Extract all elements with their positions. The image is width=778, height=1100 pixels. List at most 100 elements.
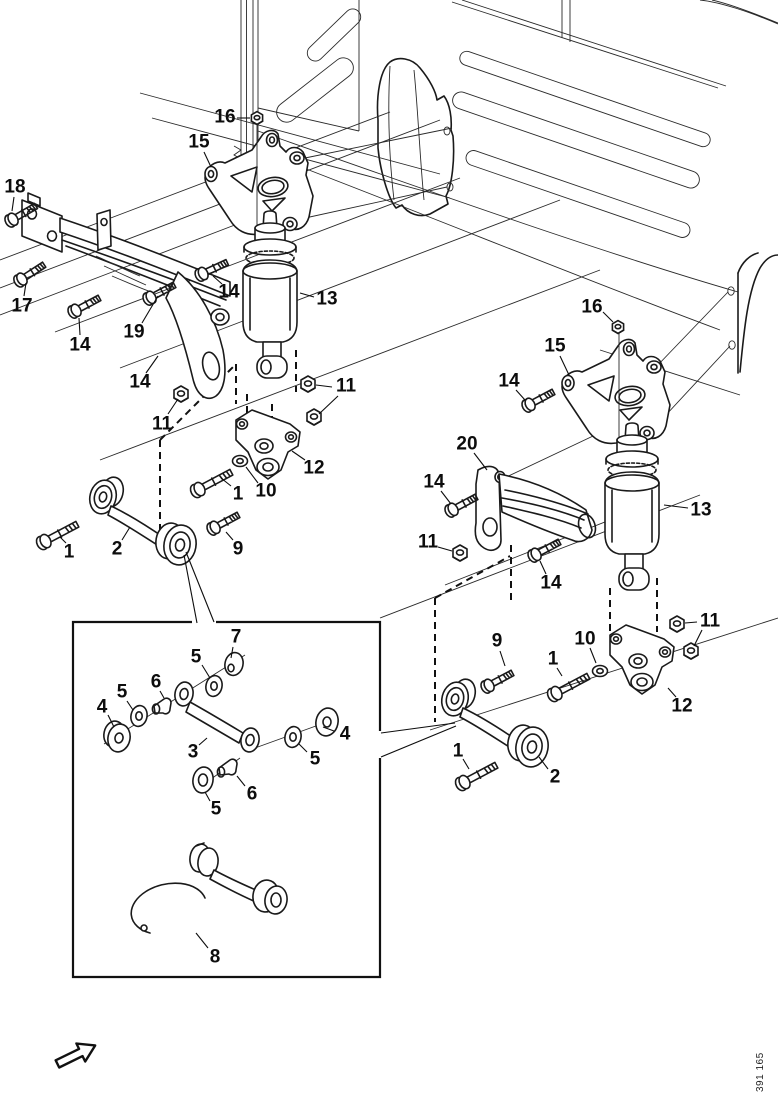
leader-line xyxy=(204,152,211,167)
callout-5: 5 xyxy=(310,749,321,770)
callout-5: 5 xyxy=(211,799,222,820)
leader-line xyxy=(146,356,158,373)
leader-line xyxy=(221,478,231,486)
leader-line xyxy=(160,691,164,698)
leader-line xyxy=(438,547,452,551)
leader-line xyxy=(142,296,158,323)
callout-20: 20 xyxy=(456,434,477,455)
callout-14: 14 xyxy=(218,282,240,303)
bolt-9 xyxy=(478,666,517,696)
callout-14: 14 xyxy=(498,371,520,392)
leader-line xyxy=(463,759,469,769)
leader-line xyxy=(199,738,207,745)
leader-line xyxy=(246,467,258,483)
callout-10: 10 xyxy=(255,481,276,502)
leader-line xyxy=(685,622,697,623)
leader-line xyxy=(540,561,546,574)
leader-line xyxy=(168,399,178,414)
leader-line xyxy=(323,727,334,731)
leader-line xyxy=(300,293,314,297)
nut-11 xyxy=(452,544,468,562)
air-spring-13-right xyxy=(604,422,660,591)
leader-line xyxy=(500,651,505,666)
alignment-dashed-lines xyxy=(160,350,657,722)
leader-line xyxy=(196,933,208,948)
nut-11 xyxy=(300,375,316,393)
callout-6: 6 xyxy=(151,672,162,693)
bolt-9 xyxy=(204,508,243,538)
callout-12: 12 xyxy=(671,696,692,717)
callout-16: 16 xyxy=(214,107,235,128)
bolt-1 xyxy=(452,758,501,794)
support-bracket-20 xyxy=(475,466,598,550)
callout-16: 16 xyxy=(581,297,602,318)
callout-7: 7 xyxy=(231,627,242,648)
control-arm-2-left xyxy=(85,473,201,569)
callout-1: 1 xyxy=(64,542,75,563)
inset-box xyxy=(73,552,456,977)
leader-line xyxy=(441,491,451,504)
leader-line xyxy=(694,630,702,646)
callout-11: 11 xyxy=(152,414,173,435)
lower-bracket-12-left xyxy=(235,409,301,480)
callout-12: 12 xyxy=(303,458,324,479)
leader-line xyxy=(24,283,26,296)
leader-line xyxy=(60,537,66,543)
callout-4: 4 xyxy=(340,724,351,745)
bolt-17 xyxy=(10,258,49,290)
leader-line xyxy=(79,318,80,335)
leader-line xyxy=(539,757,548,769)
leader-line xyxy=(292,451,305,460)
inset-assembled-arm xyxy=(188,843,289,916)
inset-exploded-arm-3 xyxy=(102,651,341,795)
nut-16 xyxy=(250,110,264,126)
leader-line xyxy=(299,744,307,752)
bolt-1 xyxy=(544,669,593,705)
leader-line xyxy=(668,688,676,697)
callout-4: 4 xyxy=(97,697,108,718)
callout-6: 6 xyxy=(247,784,258,805)
leader-line xyxy=(557,668,562,676)
callout-5: 5 xyxy=(117,682,128,703)
callout-2: 2 xyxy=(550,767,561,788)
upper-bracket-15-right xyxy=(561,338,671,445)
callout-14: 14 xyxy=(69,335,91,356)
nut-16 xyxy=(611,319,625,335)
callout-13: 13 xyxy=(690,500,711,521)
callout-15: 15 xyxy=(188,132,210,153)
leader-line xyxy=(516,390,525,400)
lower-bracket-12-right xyxy=(609,624,675,695)
callout-9: 9 xyxy=(233,539,244,560)
washer-10 xyxy=(591,664,609,678)
callout-14: 14 xyxy=(540,573,562,594)
callout-13: 13 xyxy=(316,289,337,310)
leader-line xyxy=(474,453,487,470)
leader-line xyxy=(590,648,596,663)
leader-line xyxy=(603,312,613,322)
leader-line xyxy=(664,505,688,508)
callout-18: 18 xyxy=(4,177,25,198)
direction-arrow-icon xyxy=(53,1036,100,1072)
leader-line xyxy=(319,396,338,414)
bolt-14 xyxy=(442,490,481,520)
callout-11: 11 xyxy=(418,532,439,553)
leader-line xyxy=(560,356,569,375)
leader-line xyxy=(237,776,245,786)
callout-3: 3 xyxy=(188,742,199,763)
callout-14: 14 xyxy=(129,372,151,393)
leader-line xyxy=(231,647,233,658)
air-spring-13-left xyxy=(242,210,298,379)
callout-11: 11 xyxy=(700,611,721,632)
nut-11 xyxy=(173,385,189,403)
leader-line xyxy=(202,665,210,678)
leader-line xyxy=(226,532,233,540)
callout-1: 1 xyxy=(233,484,244,505)
leader-line xyxy=(316,385,332,387)
callout-19: 19 xyxy=(123,322,144,343)
callout-9: 9 xyxy=(492,631,503,652)
leader-line xyxy=(127,701,133,710)
callout-14: 14 xyxy=(423,472,445,493)
callout-1: 1 xyxy=(548,649,559,670)
